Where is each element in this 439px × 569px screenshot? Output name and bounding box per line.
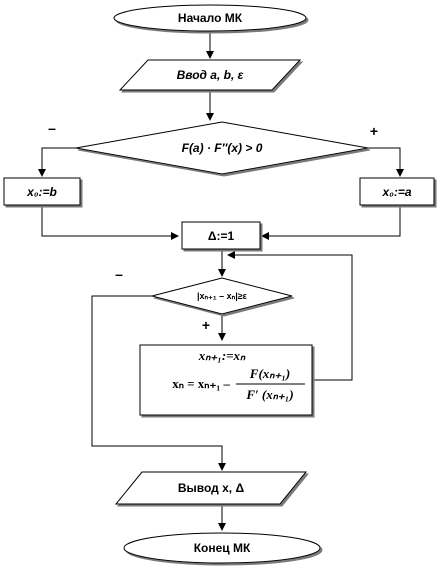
loop-decision: |xₙ₊₁ – xₙ|≥ε	[151, 277, 293, 315]
process-formula-lhs: xₙ = xₙ₊₁ –	[172, 376, 230, 391]
assign-right-block: x₀:=a	[359, 177, 435, 206]
start-terminator: Начало МК	[113, 4, 307, 32]
connector-condition-left	[38, 147, 76, 177]
condition-decision: F(a) · F″(x) > 0	[75, 121, 369, 175]
delta-init-block: Δ:=1	[181, 221, 261, 250]
condition-label: F(a) · F″(x) > 0	[182, 141, 263, 155]
input-label: Ввод a, b, ε	[177, 68, 244, 82]
process-line1: xₙ₊₁:=xₙ	[198, 348, 246, 363]
connector-loop-exit	[91, 295, 226, 471]
condition-minus-sign: –	[48, 120, 56, 136]
connector-left-delta	[41, 206, 179, 240]
iteration-process-block: xₙ₊₁:=xₙ xₙ = xₙ₊₁ – F(xₙ₊₁) F′ (xₙ₊₁)	[139, 344, 313, 416]
condition-plus-sign: +	[370, 123, 378, 139]
output-label: Вывод x, Δ	[178, 481, 245, 495]
connector-loop-back	[227, 251, 353, 381]
assign-left-label: x₀:=b	[26, 185, 57, 199]
assign-left-block: x₀:=b	[3, 177, 81, 206]
process-formula-denominator: F′ (xₙ₊₁)	[245, 387, 293, 402]
end-label: Конец МК	[194, 541, 251, 555]
output-block: Вывод x, Δ	[114, 471, 308, 505]
connector-condition-right	[368, 147, 404, 177]
assign-right-label: x₀:=a	[381, 185, 411, 199]
start-label: Начало МК	[178, 11, 243, 25]
end-terminator: Конец МК	[123, 532, 321, 564]
input-block: Ввод a, b, ε	[118, 59, 302, 91]
connector-right-delta	[261, 206, 401, 240]
loop-plus-sign: +	[202, 317, 210, 333]
loop-minus-sign: –	[115, 266, 123, 282]
process-formula-numerator: F(xₙ₊₁)	[249, 366, 290, 381]
loop-condition-label: |xₙ₊₁ – xₙ|≥ε	[197, 291, 248, 301]
delta-init-label: Δ:=1	[208, 229, 235, 243]
connectors	[38, 30, 404, 531]
